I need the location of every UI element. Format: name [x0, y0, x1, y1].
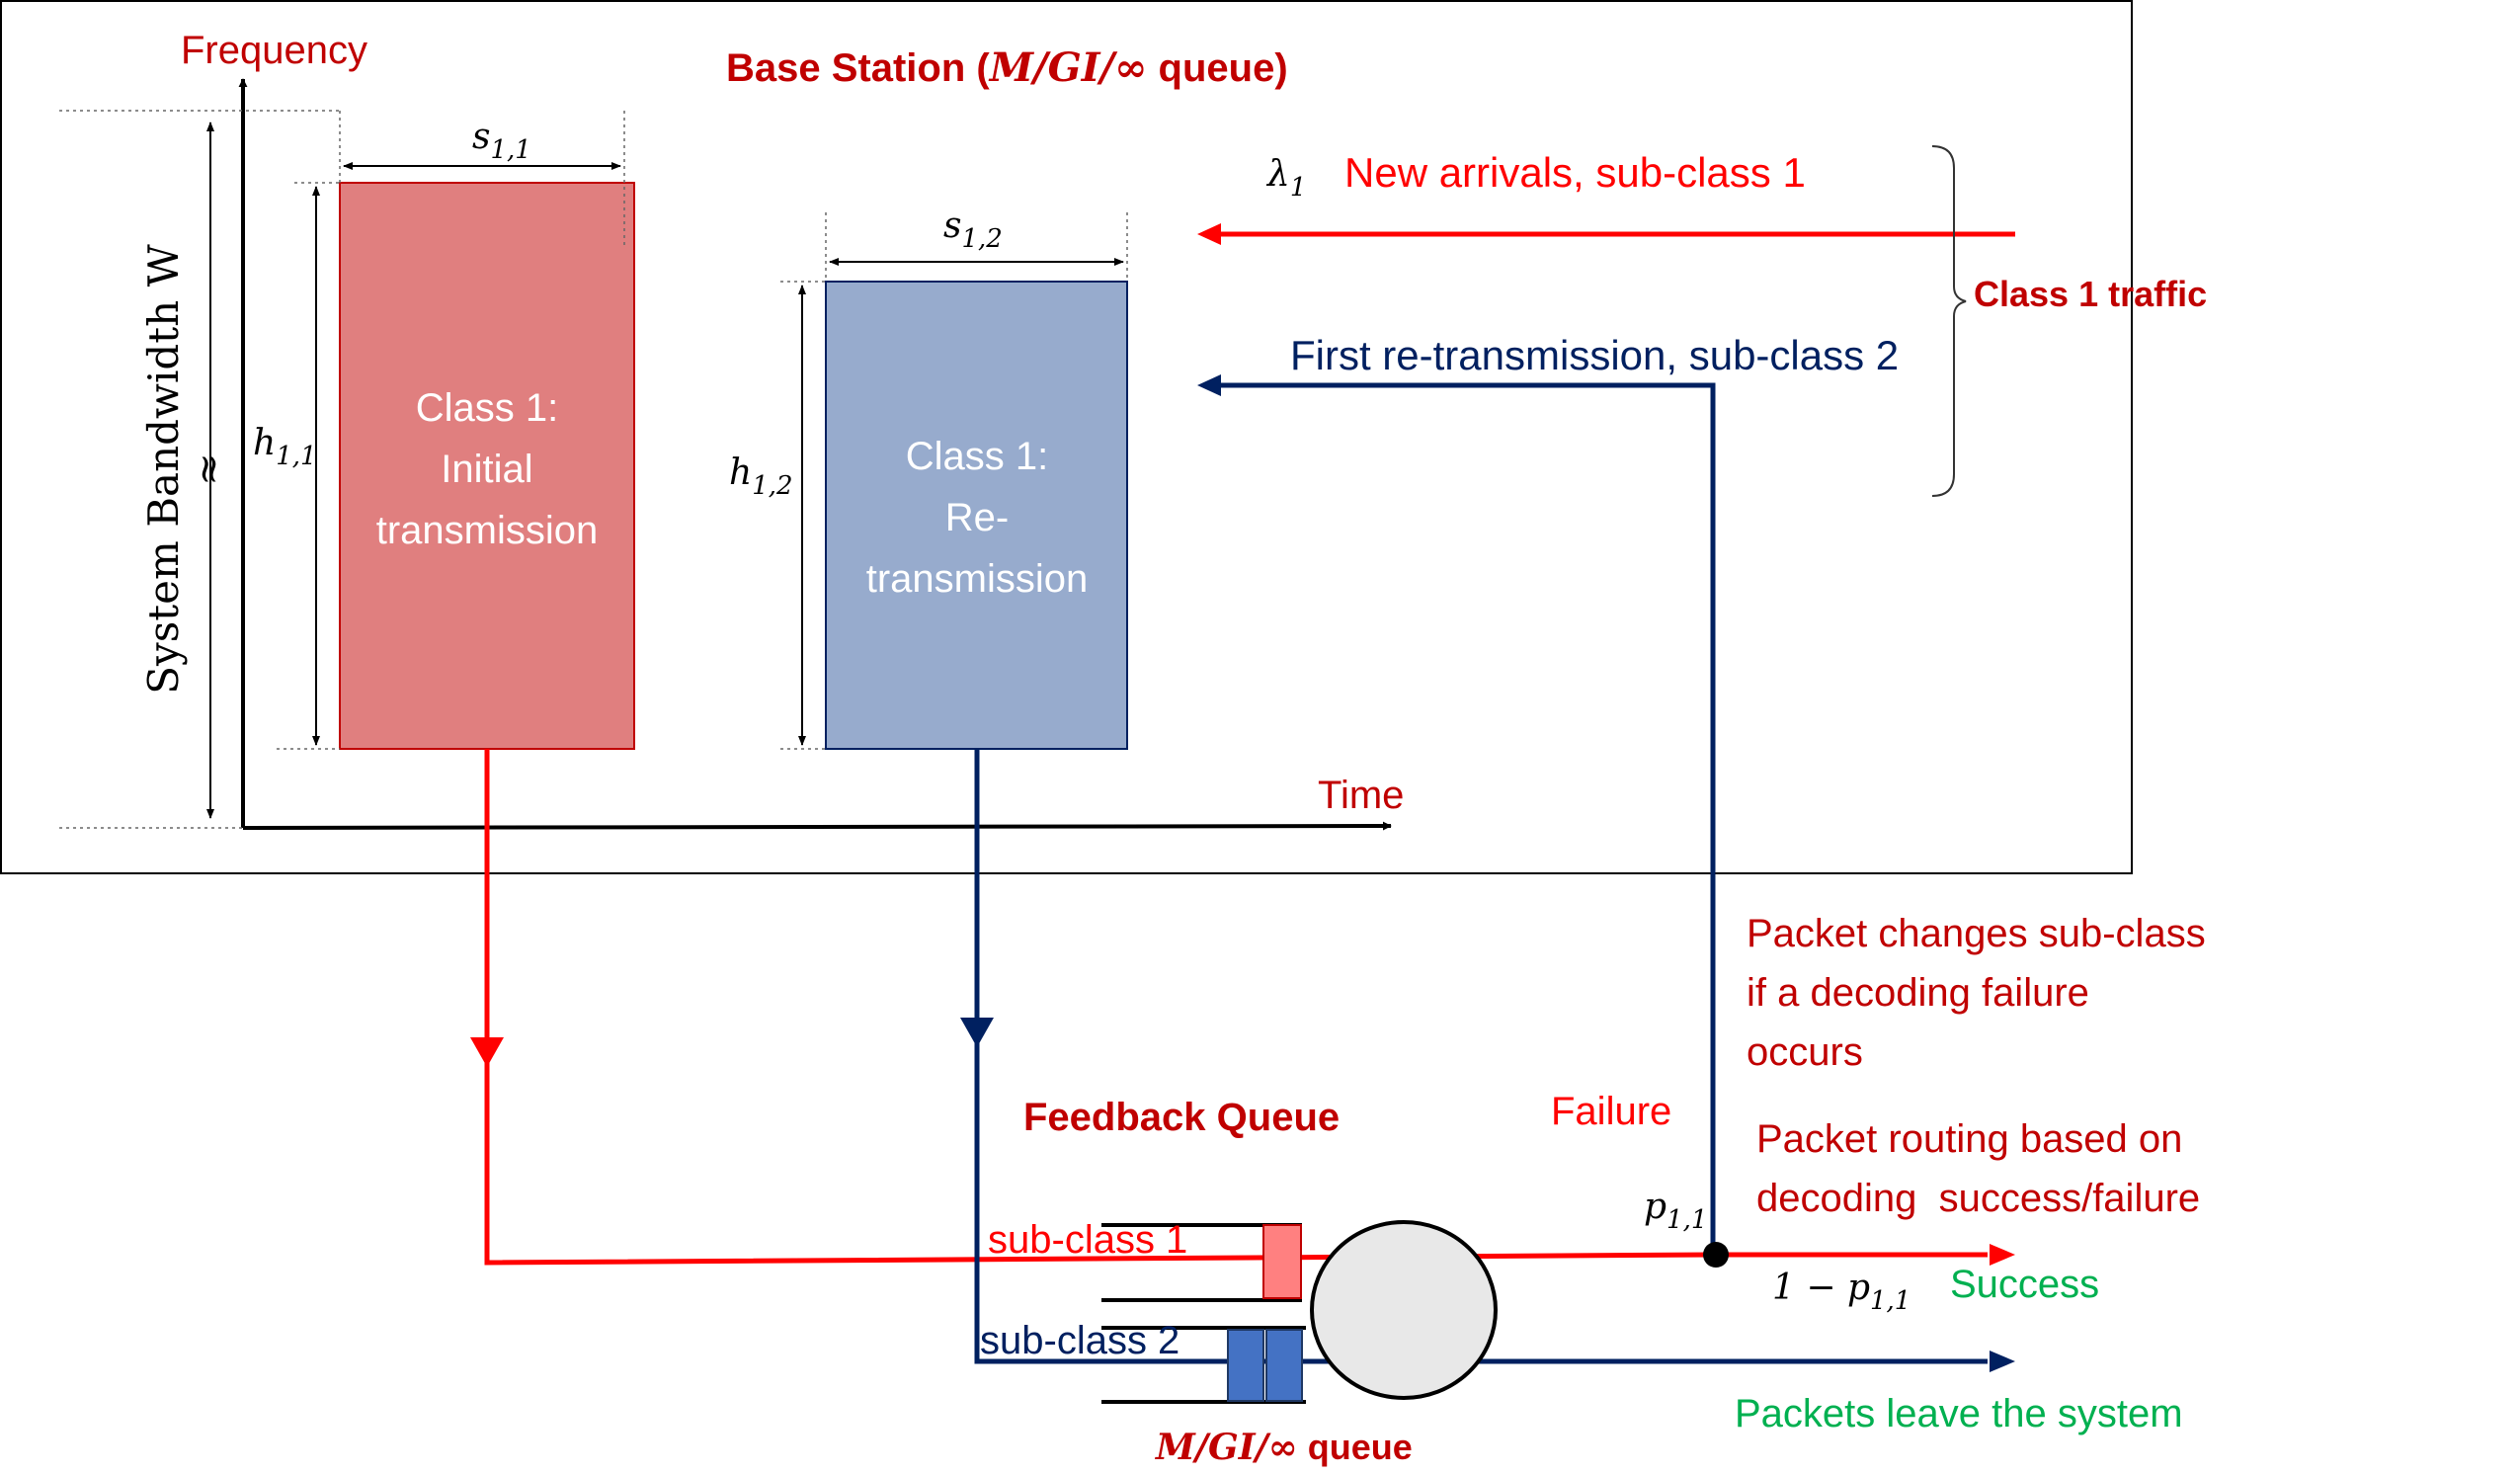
subclass1-down-arrowhead [470, 1037, 504, 1067]
retransmission-block [825, 281, 1128, 750]
queue2-packet-2 [1265, 1329, 1303, 1402]
changes-line-1: Packet changes sub-class [1747, 912, 2206, 955]
s11-label: s1,1 [472, 117, 531, 165]
routing-line-1: Packet routing based on [1756, 1117, 2182, 1161]
routing-node [1703, 1242, 1729, 1268]
lambda-label: λ1 [1265, 154, 1306, 203]
retransmission-label: First re-transmission, sub-class 2 [1290, 332, 1899, 378]
failure-label: Failure [1551, 1090, 1671, 1133]
retransmission-block-line-1: Class 1: [906, 435, 1049, 478]
success-label: Success [1950, 1263, 2099, 1306]
routing-line-2: decoding success/failure [1756, 1177, 2200, 1220]
h12-label: h1,2 [729, 452, 793, 501]
queue1-packet [1262, 1224, 1302, 1299]
time-axis [242, 821, 1392, 831]
queue-server [1310, 1220, 1498, 1400]
h11-label: h1,1 [253, 423, 317, 471]
queue-formula-label: M/GI/∞ queue [1154, 1427, 1413, 1468]
retransmission-block-line-2: Re- [945, 496, 1009, 539]
initial-block-line-2: Initial [441, 448, 532, 491]
subclass2-down-arrowhead [960, 1018, 994, 1047]
initial-block-line-1: Class 1: [416, 386, 559, 430]
changes-line-3: occurs [1747, 1030, 1863, 1074]
s12-label: s1,2 [943, 205, 1003, 254]
retransmission-block-line-3: transmission [866, 557, 1089, 601]
time-label: Time [1318, 774, 1404, 817]
subclass2-flow [974, 749, 1988, 1364]
p11-label: p1,1 [1644, 1187, 1707, 1235]
approx-symbol: ≈ [186, 452, 231, 486]
leave-arrowhead [1990, 1351, 2015, 1372]
bandwidth-label: System Bandwidth W [139, 243, 188, 694]
new-arrivals-arrowhead [1197, 223, 1221, 245]
changes-line-2: if a decoding failure [1747, 971, 2089, 1015]
class-traffic-label: Class 1 traffic [1974, 274, 2207, 314]
subclass1-label: sub-class 1 [988, 1218, 1187, 1262]
retransmission-arrowhead [1197, 374, 1221, 396]
base-station-title: Base Station (M/GI/∞ queue) [726, 44, 1288, 91]
frequency-label: Frequency [181, 29, 367, 72]
queue2-packet-1 [1227, 1329, 1264, 1402]
success-arrowhead [1990, 1244, 2015, 1266]
base-station-frame [0, 0, 2133, 874]
retransmission-feedback-path [1217, 382, 1716, 1255]
subclass1-flow [484, 749, 1988, 1266]
initial-transmission-block [339, 182, 635, 750]
one-minus-p11-label: 1 − p1,1 [1772, 1268, 1910, 1316]
class-traffic-brace [1931, 145, 1967, 497]
initial-block-line-3: transmission [376, 509, 599, 552]
new-arrivals-label: New arrivals, sub-class 1 [1344, 149, 1806, 196]
feedback-queue-title: Feedback Queue [1023, 1096, 1340, 1139]
leave-label: Packets leave the system [1735, 1392, 2183, 1435]
subclass2-label: sub-class 2 [980, 1319, 1179, 1362]
